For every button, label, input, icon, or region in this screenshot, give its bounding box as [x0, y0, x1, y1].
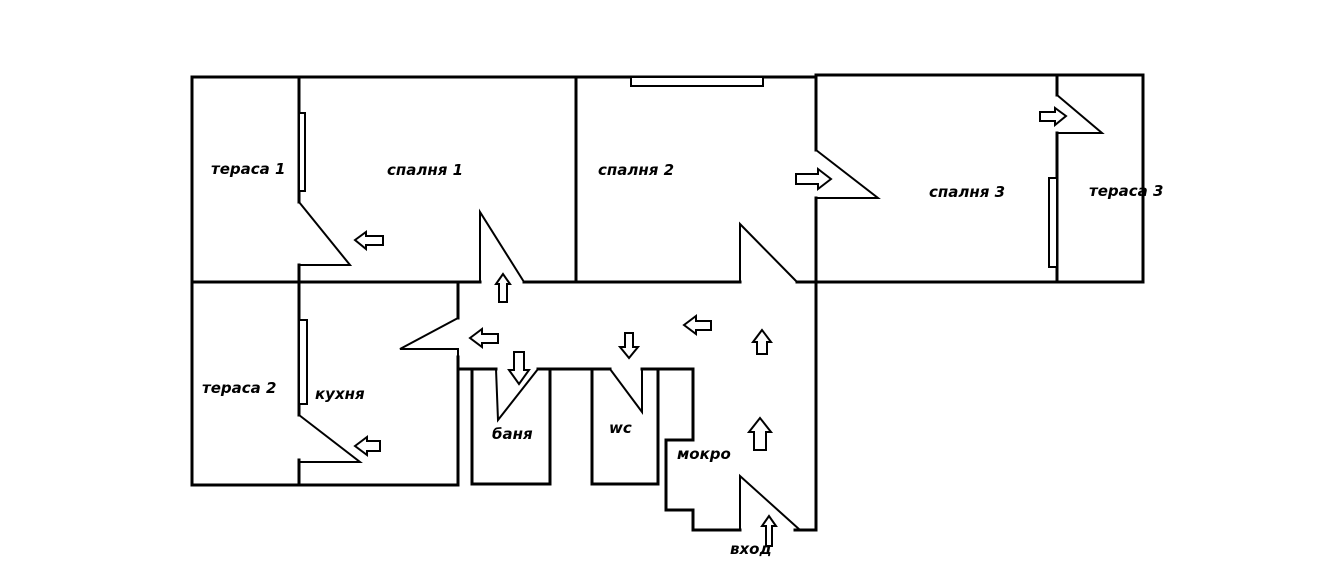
- arrow-right-icon: [795, 166, 833, 192]
- arrow-up-icon: [751, 328, 773, 355]
- arrow-up-icon: [746, 416, 774, 451]
- door-terrace3: [1056, 94, 1105, 134]
- arrow-up-icon: [494, 272, 512, 303]
- door-terrace1: [298, 201, 353, 266]
- label-bedroom2: спалня 2: [598, 161, 674, 179]
- window-bedroom2: [630, 76, 764, 87]
- window-terrace2: [298, 319, 308, 405]
- arrows: [353, 106, 1068, 547]
- door-bathroom: [495, 368, 539, 423]
- label-terrace2: тераса 2: [202, 379, 276, 397]
- label-bedroom1: спалня 1: [387, 161, 463, 179]
- label-entrance: вход: [730, 540, 772, 558]
- arrow-down-icon: [507, 351, 531, 386]
- door-terrace2: [298, 414, 363, 463]
- door-wc: [609, 368, 643, 416]
- arrow-up-icon: [760, 514, 778, 547]
- door-kitchen: [399, 317, 459, 357]
- arrow-left-icon: [468, 327, 499, 349]
- arrow-left-icon: [353, 230, 384, 252]
- label-bathroom: баня: [492, 425, 533, 443]
- door-bedroom3: [815, 149, 881, 199]
- doors: [298, 94, 1105, 531]
- door-bedroom1: [479, 208, 525, 283]
- door-entrance: [739, 473, 801, 531]
- arrow-left-icon: [353, 435, 381, 457]
- arrow-right-icon: [1039, 106, 1068, 128]
- walls: [190, 73, 1145, 532]
- door-bedroom2: [739, 221, 798, 283]
- window-terrace1: [298, 112, 306, 192]
- label-wc: wc: [609, 419, 632, 437]
- room-labels: тераса 1 спалня 1 спалня 2 спалня 3 тера…: [202, 160, 1163, 558]
- label-bedroom3: спалня 3: [929, 183, 1005, 201]
- windows: [298, 76, 1058, 405]
- label-wet-room: мокро: [677, 445, 731, 463]
- label-kitchen: кухня: [315, 385, 365, 403]
- window-terrace3: [1048, 177, 1058, 268]
- arrow-left-icon: [682, 314, 712, 336]
- arrow-down-icon: [617, 332, 641, 360]
- label-terrace1: тераса 1: [211, 160, 285, 178]
- label-terrace3: тераса 3: [1089, 182, 1163, 200]
